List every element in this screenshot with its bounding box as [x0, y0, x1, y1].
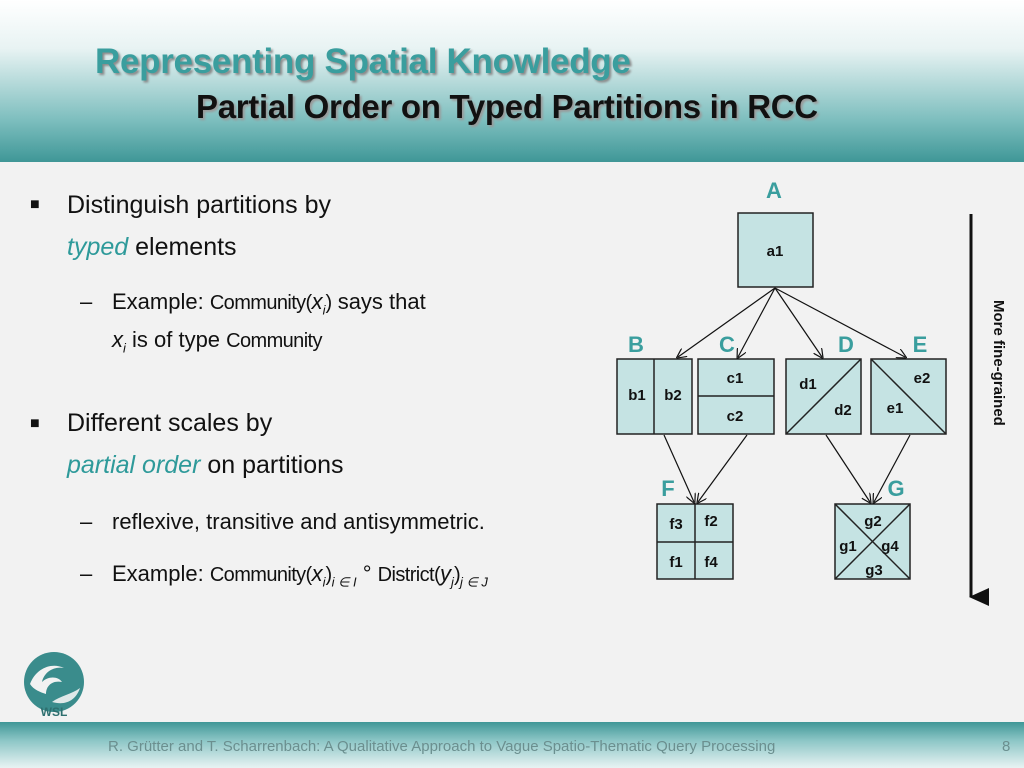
label-G: G — [887, 476, 904, 501]
cell-f2: f2 — [704, 513, 717, 530]
arrow-E-G — [874, 434, 911, 502]
var-x: x — [311, 289, 323, 314]
var-y: y — [440, 561, 452, 586]
cell-g1: g1 — [839, 538, 857, 555]
elements-text: elements — [128, 233, 237, 261]
sub-bullet-1-line2: xi is of type Community — [112, 322, 323, 366]
on-partitions: on partitions — [200, 451, 344, 479]
bullet-1-line1: Distinguish partitions by — [67, 191, 332, 219]
community-type: Community — [226, 330, 322, 352]
cell-g3: g3 — [865, 562, 883, 579]
example-label: Example: — [112, 289, 210, 314]
paren-close: ) — [325, 292, 333, 314]
sub-dash: – — [80, 289, 93, 314]
says-that: says that — [331, 289, 426, 314]
cell-e1: e1 — [887, 400, 904, 417]
cell-g4: g4 — [881, 538, 899, 555]
cell-f4: f4 — [704, 554, 718, 571]
partial-order-emphasis: partial order — [67, 451, 201, 479]
arrow-C-F — [698, 434, 748, 502]
index-j-in-J: j ∈ J — [460, 574, 488, 590]
cell-b1: b1 — [628, 387, 646, 404]
arrow-A-B — [678, 287, 776, 357]
logo-text: WSL — [41, 705, 68, 718]
cell-c2: c2 — [727, 408, 744, 425]
cell-a1: a1 — [767, 243, 784, 260]
footer-band — [0, 722, 1024, 768]
community-fn: Community( — [209, 292, 312, 314]
cell-c1: c1 — [727, 370, 744, 387]
slide-subtitle: Partial Order on Typed Partitions in RCC — [196, 88, 818, 125]
label-E: E — [913, 332, 928, 357]
label-C: C — [719, 332, 735, 357]
slide-title: Representing Spatial Knowledge — [95, 42, 631, 81]
district-fn: District( — [377, 564, 441, 586]
paren-close: ) — [453, 564, 461, 586]
arrow-B-F — [663, 434, 694, 502]
sub-i: i — [322, 574, 326, 590]
bullet-2-line1: Different scales by — [67, 409, 273, 437]
arrow-A-E — [774, 287, 905, 357]
label-B: B — [628, 332, 644, 357]
footer-citation: R. Grütter and T. Scharrenbach: A Qualit… — [108, 738, 776, 755]
bullet-marker: ■ — [30, 415, 40, 432]
index-i-in-I: i ∈ I — [331, 574, 357, 590]
label-F: F — [661, 476, 674, 501]
sub-bullet-1-line1: Example: Community(xi) says that — [112, 284, 426, 328]
label-A: A — [766, 178, 782, 203]
arrow-A-C — [738, 287, 776, 357]
paren-close: ) — [325, 564, 333, 586]
cell-d2: d2 — [834, 402, 852, 419]
title-band — [0, 0, 1024, 162]
sub-i: i — [123, 340, 126, 356]
example-label: Example: — [112, 561, 210, 586]
community-fn: Community( — [209, 564, 312, 586]
cell-g2: g2 — [864, 513, 882, 530]
partition-A — [737, 212, 814, 288]
bullet-marker: ■ — [30, 196, 40, 213]
granularity-label: More fine-grained — [990, 300, 1007, 426]
typed-emphasis: typed — [67, 233, 129, 261]
arrow-A-D — [774, 287, 822, 357]
cell-f1: f1 — [669, 554, 682, 571]
cell-f3: f3 — [669, 516, 682, 533]
var-x: x — [112, 327, 123, 352]
sub-bullet-2-1: reflexive, transitive and antisymmetric. — [112, 509, 485, 534]
cell-d1: d1 — [799, 376, 817, 393]
sub-bullet-2-2: Example: Community(xi)i ∈ I ° District(y… — [112, 556, 488, 600]
wsl-logo: WSL — [24, 652, 84, 718]
sub-j: j — [451, 574, 454, 590]
cell-e2: e2 — [914, 370, 931, 387]
sub-i: i — [322, 302, 326, 318]
sub-dash: – — [80, 561, 93, 586]
bullet-2-line2: partial order on partitions — [67, 444, 344, 486]
operator: ° — [356, 561, 378, 586]
page-number: 8 — [1002, 738, 1011, 755]
sub-dash: – — [80, 509, 93, 534]
var-x: x — [311, 561, 323, 586]
arrow-D-G — [825, 434, 870, 502]
label-D: D — [838, 332, 854, 357]
bullet-1-line2: typed elements — [67, 226, 237, 268]
is-of-type: is of type — [125, 327, 227, 352]
cell-b2: b2 — [664, 387, 682, 404]
